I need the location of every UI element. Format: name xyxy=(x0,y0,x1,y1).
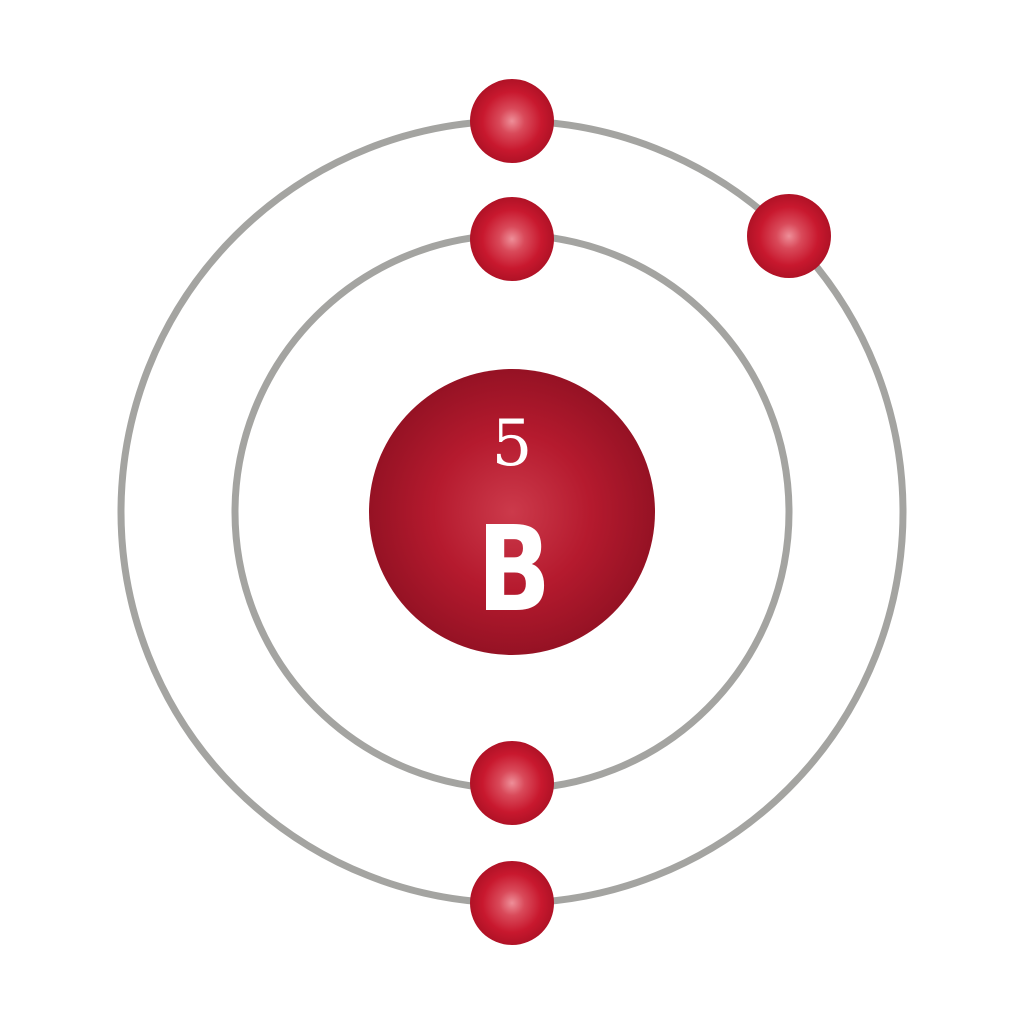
electron-inner-shell-bottom xyxy=(470,741,554,825)
element-symbol: B xyxy=(477,502,551,639)
nucleus: 5 B xyxy=(369,369,655,655)
electron-outer-shell-upper-right xyxy=(747,194,831,278)
electron-inner-shell-top xyxy=(470,197,554,281)
atomic-number: 5 xyxy=(492,407,533,481)
electron-outer-shell-top xyxy=(470,79,554,163)
nucleus-sphere xyxy=(369,369,655,655)
electron-outer-shell-bottom xyxy=(470,861,554,945)
